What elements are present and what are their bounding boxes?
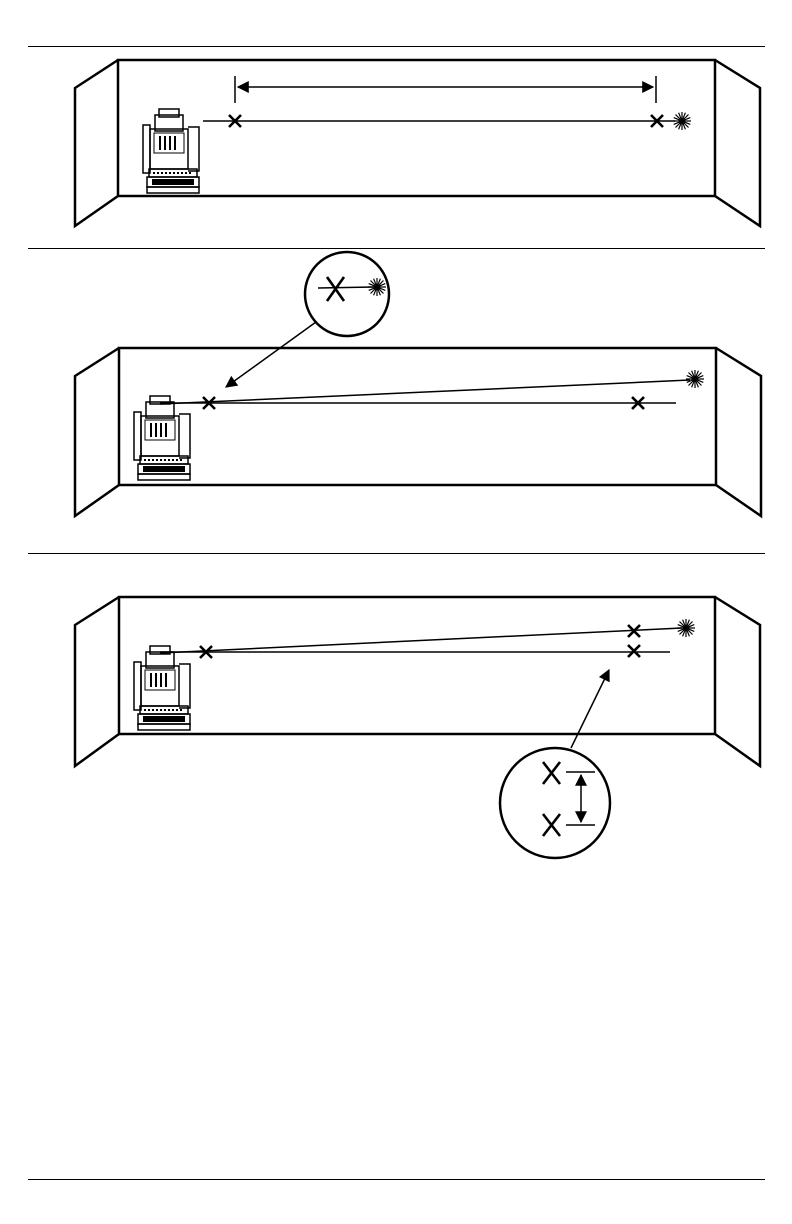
panel-2 — [75, 252, 761, 516]
panel-3 — [75, 597, 760, 858]
left-wall — [75, 60, 118, 226]
left-wall — [75, 597, 119, 766]
laser-level-icon — [134, 646, 190, 730]
left-wall — [75, 348, 119, 516]
laser-level-icon — [143, 109, 199, 193]
room-walls — [75, 348, 761, 516]
magnifier-callout-icon — [226, 252, 389, 387]
panel-1 — [75, 60, 760, 226]
back-wall — [119, 597, 715, 734]
laser-line-reversed — [160, 380, 690, 404]
right-wall — [716, 348, 761, 516]
callout-pointer — [226, 322, 316, 387]
right-wall — [715, 597, 760, 766]
back-wall — [118, 60, 715, 196]
room-walls — [75, 60, 760, 226]
callout-pointer — [571, 670, 609, 748]
laser-spot-icon — [673, 112, 691, 130]
x-mark-icon — [628, 645, 640, 657]
laser-spot-icon — [677, 619, 695, 637]
laser-spot-icon — [368, 278, 386, 296]
distance-arrow — [235, 76, 656, 103]
right-wall — [715, 60, 760, 226]
laser-spot-icon — [686, 370, 704, 388]
magnifier-callout-icon — [500, 670, 610, 858]
laser-line-reversed — [160, 628, 682, 653]
laser-level-icon — [134, 396, 190, 480]
back-wall — [119, 348, 716, 485]
room-walls — [75, 597, 760, 766]
